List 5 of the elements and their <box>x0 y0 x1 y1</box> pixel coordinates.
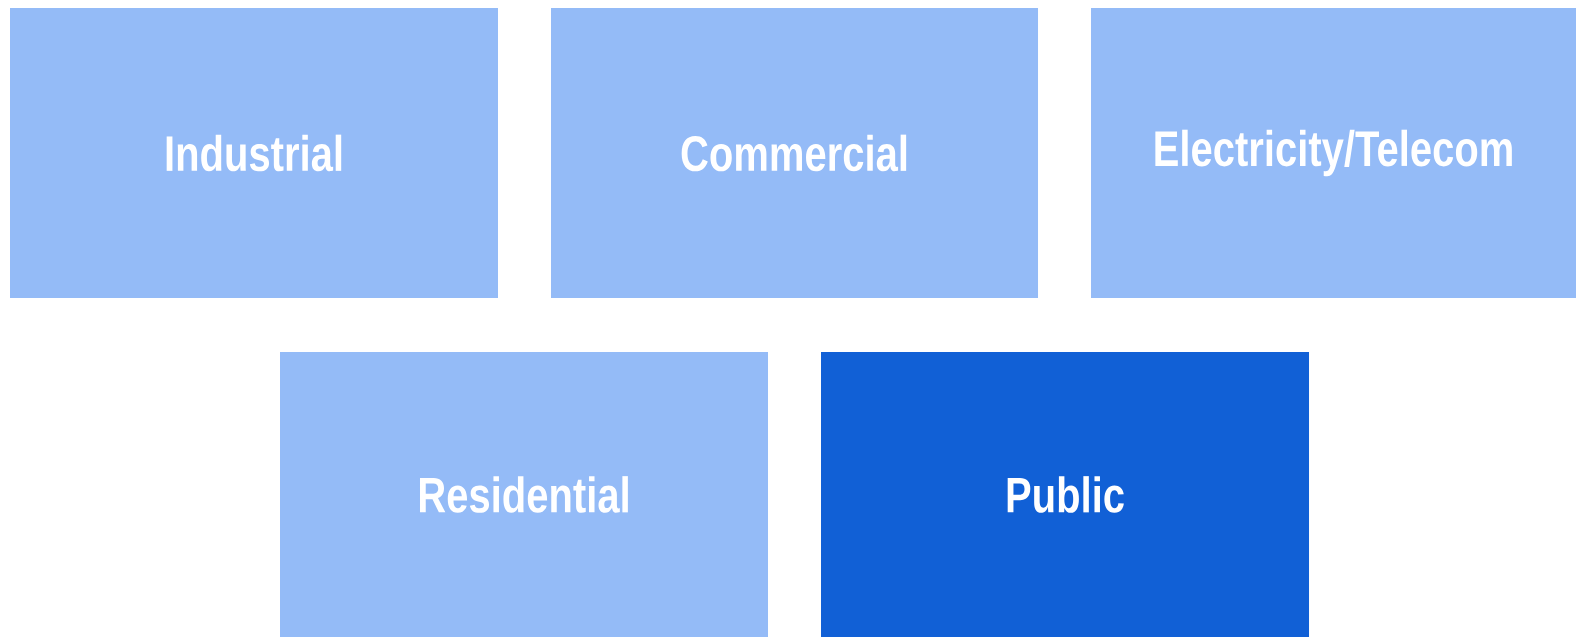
category-box: Commercial <box>551 8 1038 298</box>
category-box: Public <box>821 352 1309 637</box>
category-box: Industrial <box>10 8 498 298</box>
category-box: Residential <box>280 352 768 637</box>
category-box: Electricity/Telecom <box>1091 8 1576 298</box>
